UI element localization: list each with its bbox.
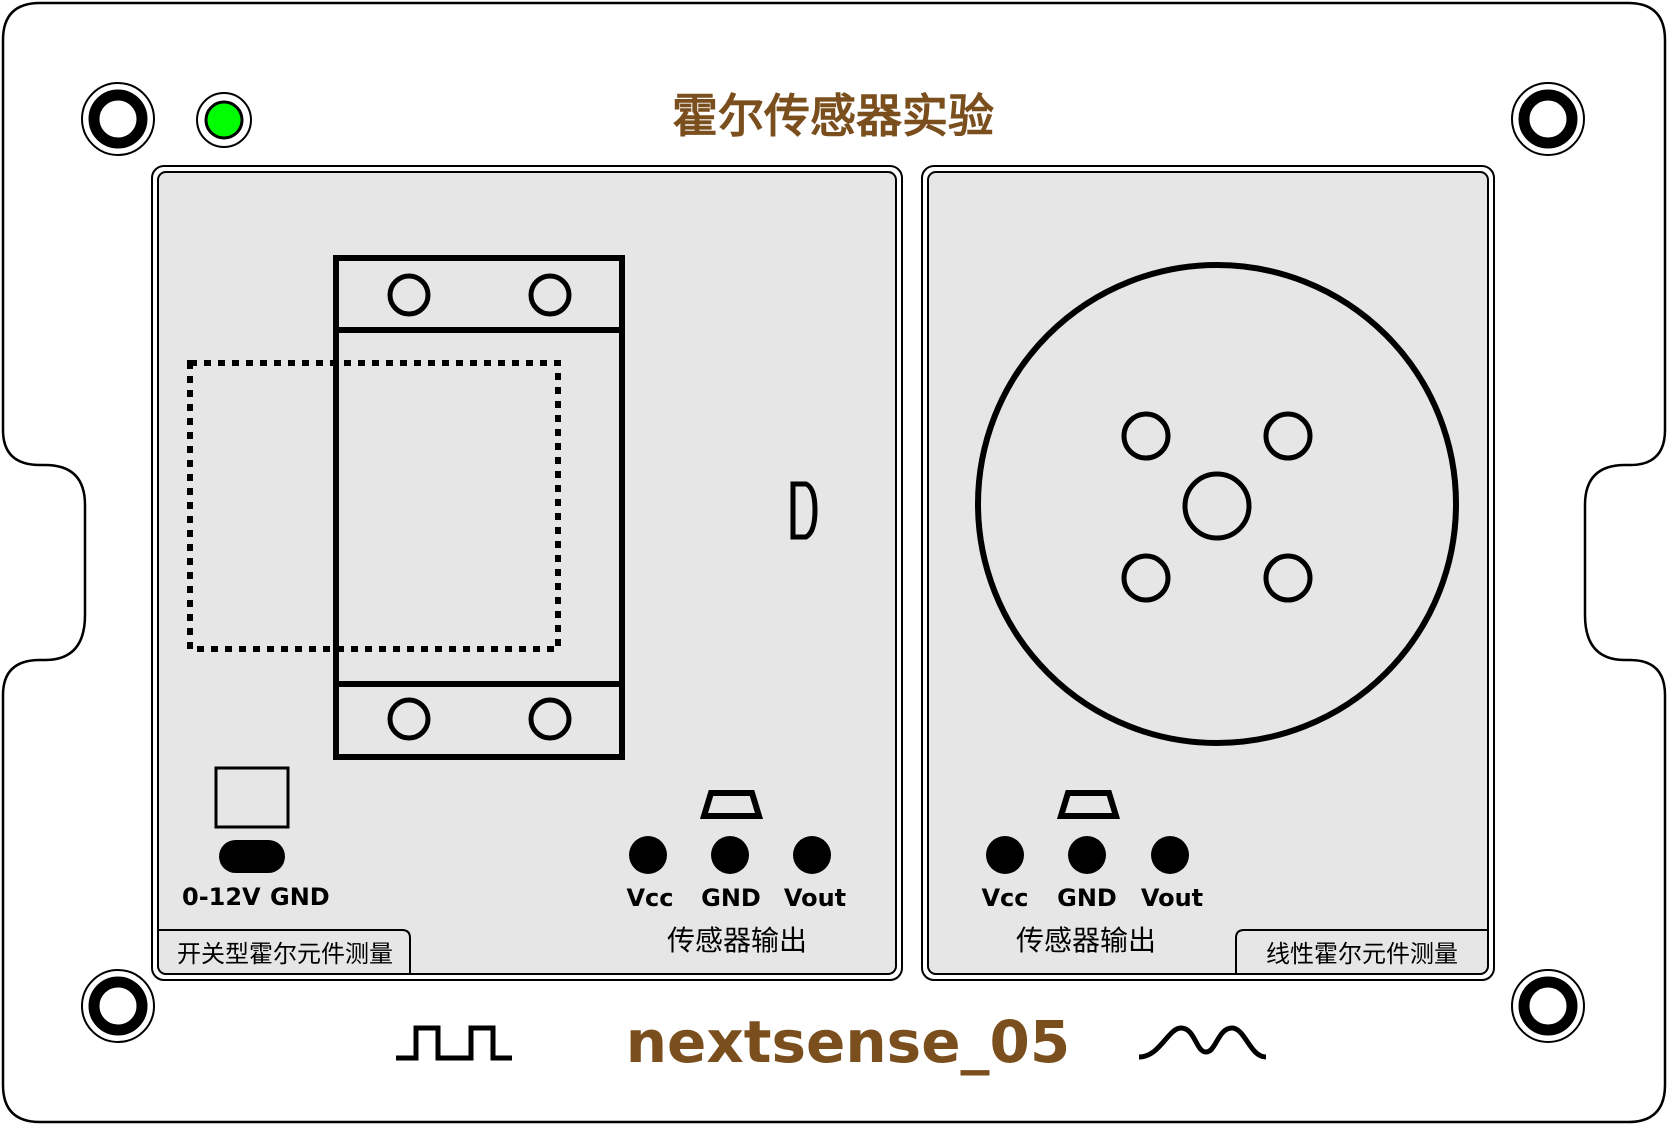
rotary-magnet-disc (975, 262, 1459, 746)
output-connector-key-icon (1056, 790, 1121, 819)
output-connector-key-icon (699, 790, 764, 819)
square-wave-icon (396, 1025, 512, 1061)
output-pin-label-vout: Vout (1141, 884, 1203, 912)
power-label-voltage: 0-12V (182, 883, 261, 911)
output-pin-vcc[interactable] (629, 836, 667, 874)
left-panel: 0-12V GND Vcc GND Vout 传感器输出 开关型霍尔元件测量 (151, 165, 903, 981)
magnet-hole (1121, 411, 1171, 461)
output-pin-gnd[interactable] (711, 836, 749, 874)
screw-hole (387, 273, 431, 317)
board-title: 霍尔传感器实验 (672, 89, 994, 143)
output-pin-label-gnd: GND (701, 884, 761, 912)
section-label-switch-hall: 开关型霍尔元件测量 (177, 940, 393, 968)
section-label-tab (1235, 929, 1488, 974)
center-hole (1182, 471, 1252, 541)
mount-hole-bottom-right (1511, 969, 1585, 1043)
output-title: 传感器输出 (667, 924, 807, 957)
power-led-indicator (196, 92, 252, 148)
mount-hole-bottom-left (81, 969, 155, 1043)
output-pin-label-vout: Vout (784, 884, 846, 912)
power-label-gnd: GND (270, 883, 330, 911)
magnet-hole (1263, 411, 1313, 461)
power-connector (214, 766, 290, 873)
screw-hole (528, 273, 572, 317)
output-title: 传感器输出 (1016, 924, 1156, 957)
section-label-tab (158, 929, 411, 974)
output-pin-label-vcc: Vcc (981, 884, 1028, 912)
output-pin-label-gnd: GND (1057, 884, 1117, 912)
output-pin-vout[interactable] (1151, 836, 1189, 874)
screw-hole (387, 697, 431, 741)
screw-hole (528, 697, 572, 741)
right-panel: Vcc GND Vout 传感器输出 线性霍尔元件测量 (921, 165, 1495, 981)
section-label-linear-hall: 线性霍尔元件测量 (1266, 940, 1458, 968)
mount-hole-top-right (1511, 82, 1585, 156)
magnet-slide-area (187, 360, 561, 652)
magnet-holder-frame (333, 255, 625, 760)
hall-element-d-shape (790, 481, 818, 540)
output-pin-vout[interactable] (793, 836, 831, 874)
magnet-hole (1263, 553, 1313, 603)
mount-hole-top-left (81, 82, 155, 156)
sine-wave-icon (1138, 1025, 1267, 1060)
brand-name: nextsense_05 (626, 1008, 1071, 1076)
output-pin-gnd[interactable] (1068, 836, 1106, 874)
magnet-hole (1121, 553, 1171, 603)
output-pin-label-vcc: Vcc (626, 884, 673, 912)
output-pin-vcc[interactable] (986, 836, 1024, 874)
